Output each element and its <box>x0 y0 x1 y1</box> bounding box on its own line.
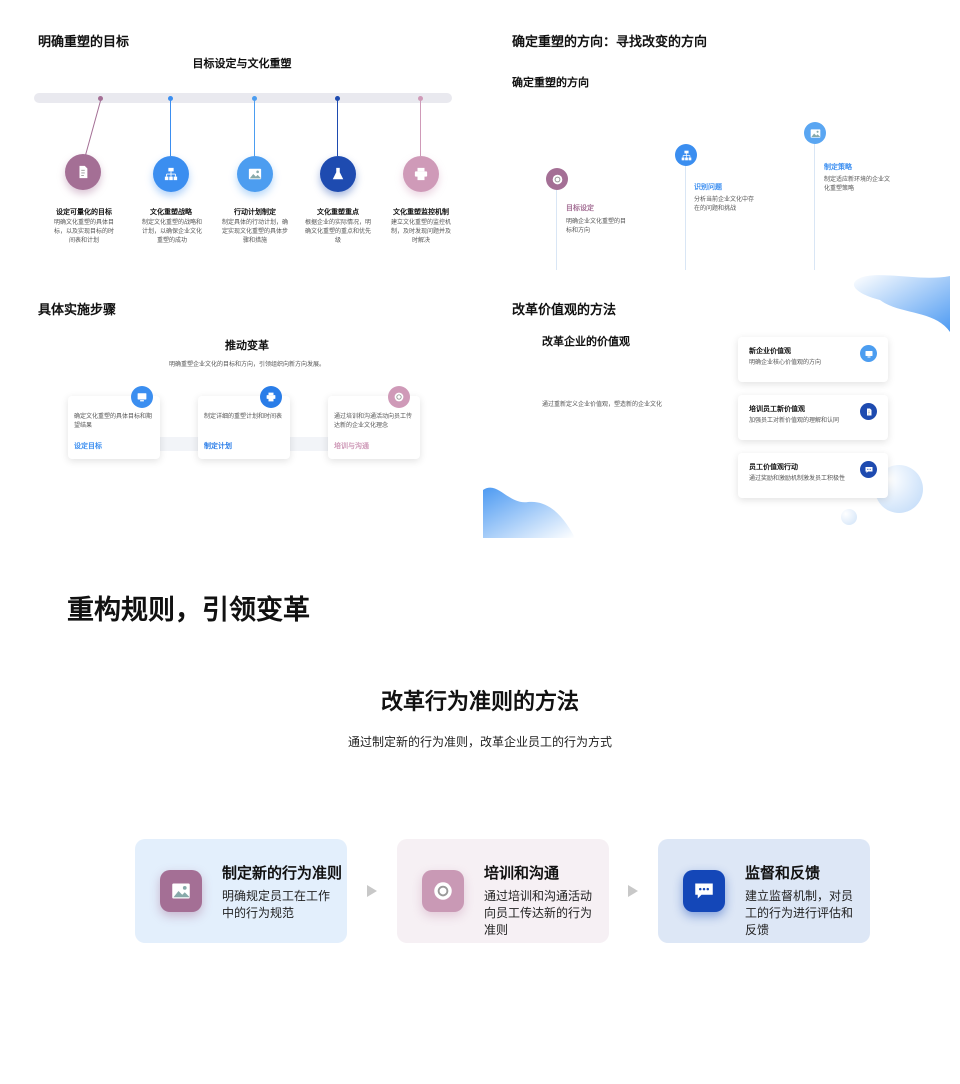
card-text: 通过培训和沟通活动向员工传达新的企业文化理念 <box>334 413 413 429</box>
section-heading: 改革行为准则的方法 <box>380 690 579 715</box>
step-card-training[interactable]: 培训和沟通 通过培训和沟通活动向员工传达新的行为准则 <box>397 839 609 943</box>
item-title: 文化重塑重点 <box>317 208 359 216</box>
decorative-bubble <box>841 509 857 525</box>
timeline-dot <box>418 96 423 101</box>
org-chart-icon <box>153 156 189 192</box>
chat-icon <box>683 870 725 912</box>
connector-line <box>170 100 171 156</box>
panel-subtitle: 推动变革 <box>225 339 269 352</box>
panel-subtitle: 确定重塑的方向 <box>512 76 589 89</box>
timeline-bar <box>34 93 452 103</box>
item-title: 制定策略 <box>824 163 852 171</box>
card-desc: 明确企业核心价值观的方向 <box>749 359 822 366</box>
connector-line <box>254 100 255 156</box>
item-desc: 明确企业文化重塑的目标和方向 <box>566 218 627 234</box>
panel-values: 改革价值观的方法 改革企业的价值观 通过重新定义企业价值观，塑造新的企业文化 新… <box>480 280 960 540</box>
step-desc: 通过培训和沟通活动向员工传达新的行为准则 <box>484 889 593 937</box>
card-title: 员工价值观行动 <box>749 463 798 471</box>
flask-icon <box>320 156 356 192</box>
card-title: 新企业价值观 <box>749 347 791 355</box>
arrow-right-icon <box>628 885 638 897</box>
main-slide: 重构规则，引领变革 改革行为准则的方法 通过制定新的行为准则，改革企业员工的行为… <box>0 560 960 1084</box>
step-title: 制定新的行为准则 <box>222 864 343 882</box>
connector-line <box>685 155 686 270</box>
printer-icon <box>403 156 439 192</box>
image-icon <box>804 122 826 144</box>
item-title: 行动计划制定 <box>234 208 276 216</box>
item-desc: 制定具体的行动计划，确定实现文化重塑的具体步骤和措施 <box>222 219 289 244</box>
item-desc: 分析当前企业文化中存在的问题和挑战 <box>694 196 755 212</box>
connector-line <box>337 100 338 156</box>
card-text: 确定文化重塑的具体目标和期望结果 <box>74 413 153 429</box>
monitor-icon <box>131 386 153 408</box>
panel-desc: 通过重新定义企业价值观，塑造新的企业文化 <box>542 401 663 408</box>
item-title: 设定可量化的目标 <box>56 208 112 216</box>
panel-heading: 确定重塑的方向：寻找改变的方向 <box>512 35 708 50</box>
document-icon <box>860 403 877 420</box>
target-icon <box>388 386 410 408</box>
step-card-define[interactable]: 制定新的行为准则 明确规定员工在工作中的行为规范 <box>135 839 347 943</box>
item-title: 目标设定 <box>566 204 594 212</box>
org-chart-icon <box>675 144 697 166</box>
panel-desc: 明确重塑企业文化的目标和方向，引领组织向新方向发展。 <box>168 361 325 368</box>
panel-direction: 确定重塑的方向：寻找改变的方向 确定重塑的方向 目标设定 明确企业文化重塑的目标… <box>480 0 960 332</box>
timeline-dot <box>98 96 103 101</box>
value-card[interactable]: 新企业价值观 明确企业核心价值观的方向 <box>738 337 888 382</box>
item-desc: 制定适应新环境的企业文化重塑策略 <box>824 176 891 192</box>
image-icon <box>237 156 273 192</box>
value-card[interactable]: 培训员工新价值观 加强员工对新价值观的理解和认同 <box>738 395 888 440</box>
panel-subtitle: 目标设定与文化重塑 <box>192 57 292 70</box>
card-desc: 加强员工对新价值观的理解和认同 <box>749 417 840 424</box>
decorative-blob <box>853 275 950 332</box>
connector-line <box>84 99 102 158</box>
panel-steps: 具体实施步骤 推动变革 明确重塑企业文化的目标和方向，引领组织向新方向发展。 确… <box>0 280 480 540</box>
item-desc: 制定文化重塑的战略和计划，以确保企业文化重塑的成功 <box>141 219 202 244</box>
step-desc: 明确规定员工在工作中的行为规范 <box>222 889 331 920</box>
value-card[interactable]: 员工价值观行动 通过奖励和激励机制激发员工积极性 <box>738 453 888 498</box>
step-card-monitor[interactable]: 监督和反馈 建立监督机制，对员工的行为进行评估和反馈 <box>658 839 870 943</box>
card-label: 制定计划 <box>204 442 232 450</box>
item-desc: 根据企业的实际情况，明确文化重塑的重点和优先级 <box>304 219 371 244</box>
timeline-dot <box>252 96 257 101</box>
card-label: 设定目标 <box>74 442 102 450</box>
step-title: 培训和沟通 <box>484 864 560 882</box>
target-icon <box>422 870 464 912</box>
decorative-blob <box>483 487 575 538</box>
item-title: 文化重塑监控机制 <box>393 208 449 216</box>
item-title: 识别问题 <box>694 183 722 191</box>
item-title: 文化重塑战略 <box>150 208 192 216</box>
item-desc: 建立文化重塑的监控机制，及时发现问题并及时解决 <box>390 219 451 244</box>
connector-line <box>420 100 421 156</box>
arrow-right-icon <box>367 885 377 897</box>
image-icon <box>160 870 202 912</box>
timeline-dot <box>168 96 173 101</box>
card-text: 制定详细的重塑计划和时间表 <box>204 413 283 420</box>
panel-subtitle: 改革企业的价值观 <box>542 335 630 348</box>
connector-line <box>814 133 815 270</box>
step-desc: 建立监督机制，对员工的行为进行评估和反馈 <box>745 889 854 937</box>
step-title: 监督和反馈 <box>745 864 821 882</box>
section-subheading: 通过制定新的行为准则，改革企业员工的行为方式 <box>347 735 612 749</box>
document-icon <box>65 154 101 190</box>
card-title: 培训员工新价值观 <box>749 405 805 413</box>
panel-heading: 明确重塑的目标 <box>38 35 130 50</box>
target-icon <box>546 168 568 190</box>
slide-title: 重构规则，引领变革 <box>67 595 310 626</box>
panel-heading: 具体实施步骤 <box>38 303 117 318</box>
card-desc: 通过奖励和激励机制激发员工积极性 <box>749 475 846 482</box>
panel-heading: 改革价值观的方法 <box>512 303 617 318</box>
panel-goals: 明确重塑的目标 目标设定与文化重塑 设定可量化的目标 明确文化重塑的具体目标，以… <box>0 0 480 280</box>
chat-icon <box>860 461 877 478</box>
step-card[interactable]: 通过培训和沟通活动向员工传达新的企业文化理念 培训与沟通 <box>328 396 420 459</box>
timeline-dot <box>335 96 340 101</box>
item-desc: 明确文化重塑的具体目标，以及实现目标的时间表和计划 <box>53 219 114 244</box>
printer-icon <box>260 386 282 408</box>
monitor-icon <box>860 345 877 362</box>
card-label: 培训与沟通 <box>334 442 369 450</box>
connector-line <box>556 180 557 270</box>
